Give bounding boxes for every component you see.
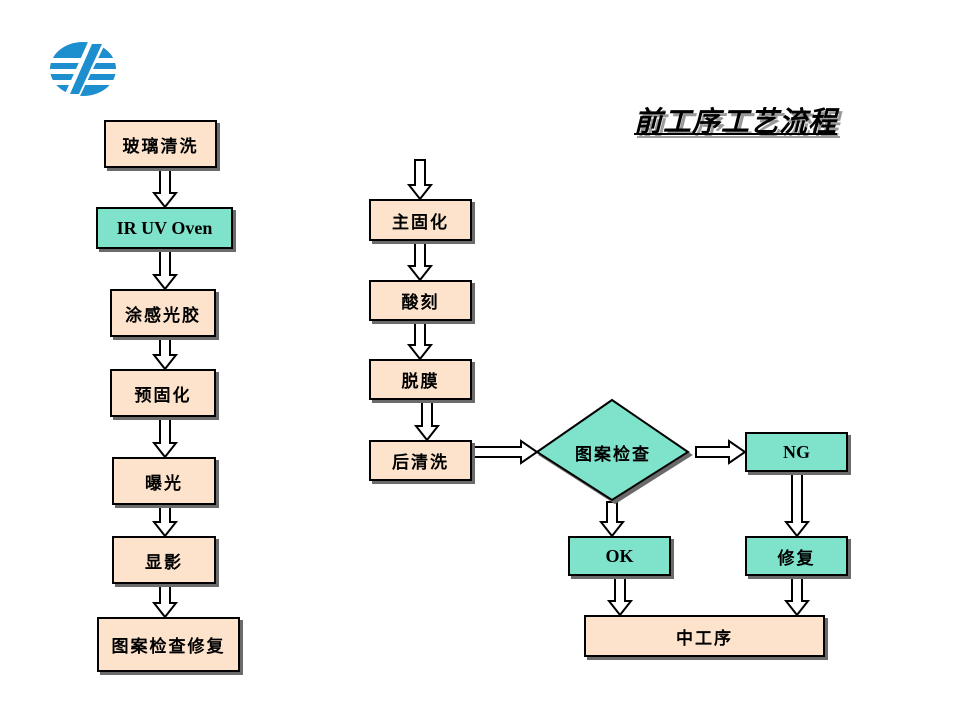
arrow-exposure-to-develop xyxy=(151,505,179,538)
step-main-cure: 主固化 xyxy=(369,199,472,241)
arrow-glass-to-oven xyxy=(151,169,179,209)
arrow-inspect-to-ok xyxy=(598,501,626,538)
arrow-ng-to-repair xyxy=(783,472,811,538)
arrow-inspect-to-ng xyxy=(695,439,747,465)
step-exposure: 曝光 xyxy=(112,457,216,505)
decision-label: 图案检查 xyxy=(575,444,651,465)
step-post-clean: 后清洗 xyxy=(369,440,472,481)
company-logo-icon xyxy=(44,42,122,96)
arrow-repair-to-next xyxy=(783,576,811,617)
step-photoresist-coating: 涂感光胶 xyxy=(110,289,216,337)
arrow-strip-to-clean xyxy=(413,401,441,442)
step-repair: 修复 xyxy=(745,536,848,576)
arrow-develop-to-repair xyxy=(151,584,179,619)
result-ng: NG xyxy=(745,432,848,472)
page-title: 前工序工艺流程 xyxy=(634,105,838,138)
result-ok: OK xyxy=(568,536,671,576)
step-middle-process: 中工序 xyxy=(584,615,825,657)
step-ir-uv-oven: IR UV Oven xyxy=(96,207,233,249)
step-glass-cleaning: 玻璃清洗 xyxy=(104,120,217,168)
arrow-etch-to-strip xyxy=(406,322,434,361)
step-acid-etch: 酸刻 xyxy=(369,280,472,321)
step-develop: 显影 xyxy=(112,536,216,584)
arrow-ok-to-next xyxy=(606,576,634,617)
step-pre-cure: 预固化 xyxy=(110,369,216,417)
step-strip-film: 脱膜 xyxy=(369,359,472,400)
decision-diamond xyxy=(535,398,690,502)
arrow-coating-to-precure xyxy=(151,337,179,371)
arrow-precure-to-exposure xyxy=(151,417,179,459)
arrow-cure-to-etch xyxy=(406,242,434,282)
arrow-clean-to-inspect xyxy=(473,439,539,465)
step-pattern-inspect-repair: 图案检查修复 xyxy=(97,617,240,672)
arrow-oven-to-coating xyxy=(151,249,179,291)
arrow-into-main-cure xyxy=(406,159,434,201)
